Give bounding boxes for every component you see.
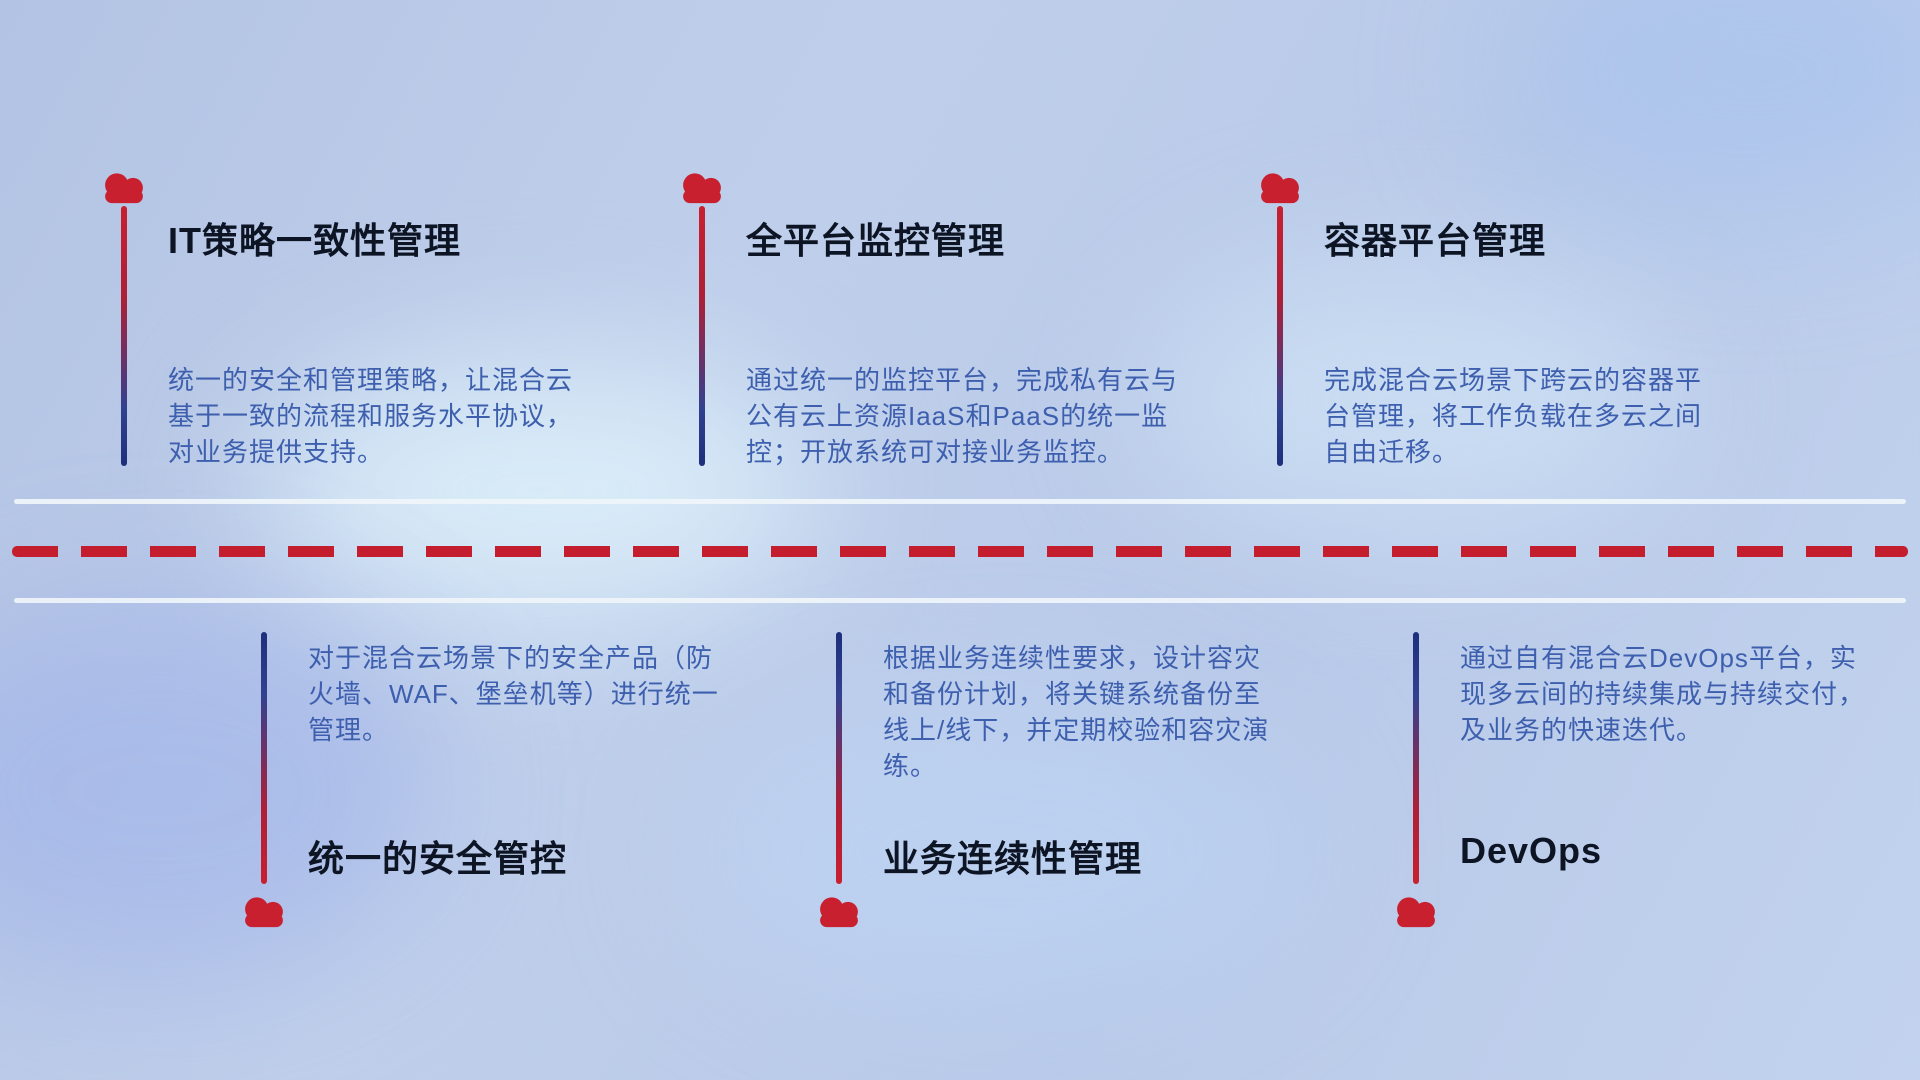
item-title: IT策略一致性管理 <box>168 220 461 261</box>
item-description: 完成混合云场景下跨云的容器平台管理，将工作负载在多云之间自由迁移。 <box>1324 365 1703 467</box>
cloud-icon <box>1261 173 1299 204</box>
item-description: 通过统一的监控平台，完成私有云与公有云上资源IaaS和PaaS的统一监控；开放系… <box>746 365 1179 467</box>
divider-dashed-line <box>12 546 1908 557</box>
item-description: 通过自有混合云DevOps平台，实现多云间的持续集成与持续交付，及业务的快速迭代… <box>1460 643 1866 745</box>
bottom-item-devops: 通过自有混合云DevOps平台，实现多云间的持续集成与持续交付，及业务的快速迭代… <box>1388 632 1880 932</box>
top-item-monitoring: 全平台监控管理 通过统一的监控平台，完成私有云与公有云上资源IaaS和PaaS的… <box>674 168 1198 470</box>
timeline-connector <box>261 632 267 884</box>
cloud-icon <box>820 897 858 928</box>
divider-solid-line-bottom <box>14 598 1906 603</box>
timeline-connector <box>699 206 705 466</box>
timeline-connector <box>121 206 127 466</box>
cloud-icon <box>683 173 721 204</box>
item-description: 根据业务连续性要求，设计容灾和备份计划，将关键系统备份至线上/线下，并定期校验和… <box>883 643 1270 781</box>
item-description: 对于混合云场景下的安全产品（防火墙、WAF、堡垒机等）进行统一管理。 <box>308 643 719 745</box>
item-title: DevOps <box>1460 830 1603 871</box>
item-title: 业务连续性管理 <box>883 838 1143 879</box>
top-item-container-platform: 容器平台管理 完成混合云场景下跨云的容器平台管理，将工作负载在多云之间自由迁移。 <box>1252 168 1708 470</box>
timeline-connector <box>836 632 842 884</box>
pin-column <box>674 168 730 470</box>
item-title: 全平台监控管理 <box>746 220 1006 261</box>
pin-column <box>236 632 292 932</box>
bottom-item-business-continuity: 根据业务连续性要求，设计容灾和备份计划，将关键系统备份至线上/线下，并定期校验和… <box>811 632 1283 932</box>
top-item-it-policy: IT策略一致性管理 统一的安全和管理策略，让混合云基于一致的流程和服务水平协议，… <box>96 168 576 470</box>
bottom-item-security: 对于混合云场景下的安全产品（防火墙、WAF、堡垒机等）进行统一管理。 统一的安全… <box>236 632 738 932</box>
pin-column <box>1388 632 1444 932</box>
divider-solid-line-top <box>14 499 1906 504</box>
item-description: 统一的安全和管理策略，让混合云基于一致的流程和服务水平协议，对业务提供支持。 <box>168 365 574 467</box>
item-title: 容器平台管理 <box>1324 220 1547 261</box>
cloud-icon <box>105 173 143 204</box>
cloud-icon <box>245 897 283 928</box>
item-title: 统一的安全管控 <box>308 838 568 879</box>
timeline-connector <box>1413 632 1419 884</box>
pin-column <box>96 168 152 470</box>
cloud-icon <box>1397 897 1435 928</box>
timeline-connector <box>1277 206 1283 466</box>
pin-column <box>1252 168 1308 470</box>
pin-column <box>811 632 867 932</box>
